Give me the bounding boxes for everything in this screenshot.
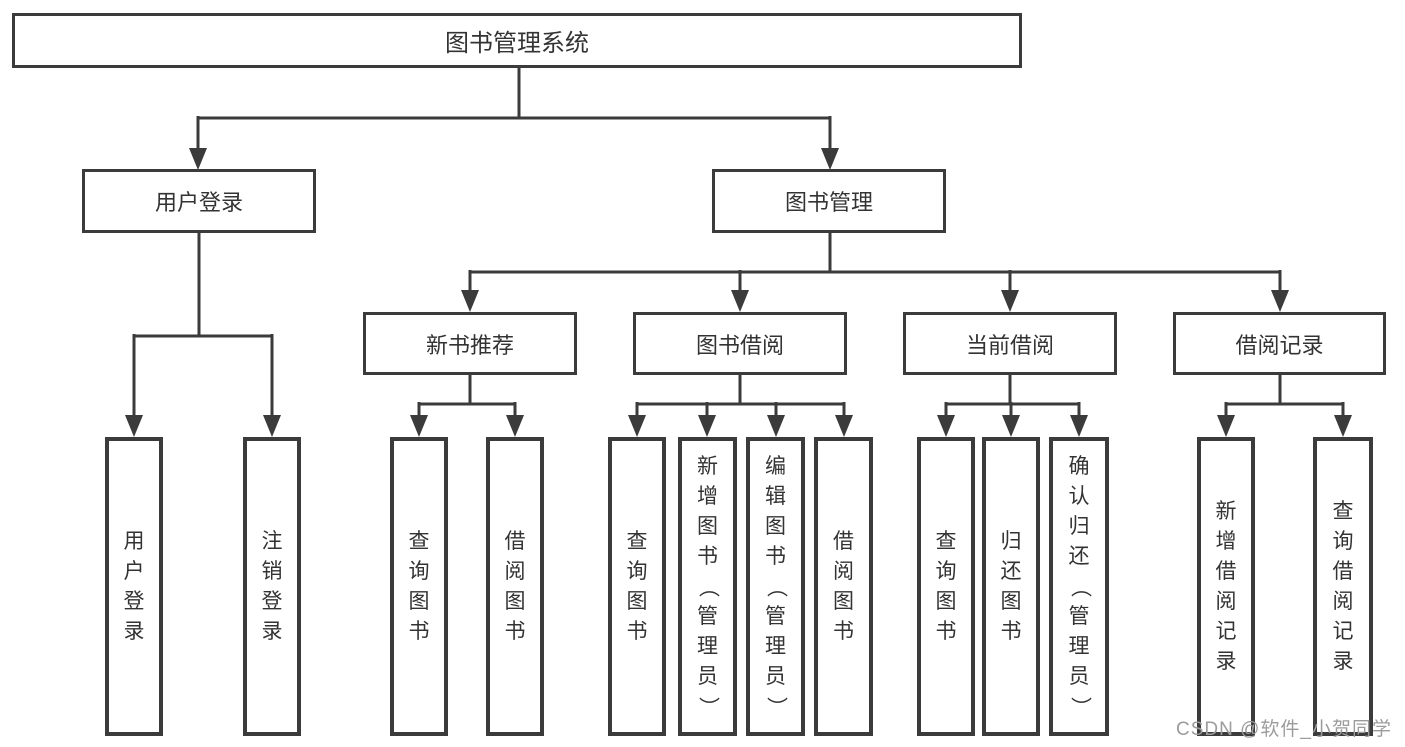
connector-current-borrow-to-leaves [944, 373, 1081, 419]
leaf-newbook-borrow-books: 借阅图书 [486, 437, 544, 736]
leaf-logout: 注销登录 [243, 437, 301, 736]
arrow-down [937, 415, 955, 437]
arrow-down [767, 415, 785, 437]
connector-root-to-level1 [196, 66, 832, 152]
connector-book-borrow-to-leaves [635, 373, 846, 419]
connector-borrow-records-to-leaves [1224, 373, 1345, 419]
leaf-records-query-record: 查询借阅记录 [1313, 437, 1373, 736]
arrow-down [1217, 415, 1235, 437]
leaf-borrow-edit-book-admin: 编辑图书（管理员） [746, 437, 805, 736]
leaf-borrow-edit-book-admin-label: 编辑图书（管理员） [764, 454, 788, 718]
leaf-user-login: 用户登录 [105, 437, 163, 736]
connector-user-login-to-leaves [132, 231, 274, 419]
node-borrow-records: 借阅记录 [1173, 312, 1386, 375]
leaf-newbook-borrow-books-label: 借阅图书 [504, 529, 526, 643]
arrow-down [731, 290, 749, 312]
leaf-records-query-record-label: 查询借阅记录 [1332, 499, 1354, 673]
leaf-borrow-add-book-admin-label: 新增图书（管理员） [696, 454, 720, 718]
node-user-login-label: 用户登录 [154, 190, 243, 215]
leaf-current-query-books-label: 查询图书 [935, 529, 957, 643]
node-current-borrow-label: 当前借阅 [965, 332, 1054, 358]
arrow-down [835, 415, 853, 437]
leaf-current-confirm-return-admin: 确认归还（管理员） [1049, 437, 1109, 736]
leaf-borrow-borrow-books-label: 借阅图书 [833, 529, 854, 643]
leaf-user-login-label: 用户登录 [123, 529, 145, 643]
arrow-down [410, 415, 428, 437]
leaf-borrow-add-book-admin: 新增图书（管理员） [678, 437, 737, 736]
leaf-borrow-query-books-label: 查询图书 [626, 529, 648, 643]
node-book-management: 图书管理 [712, 169, 946, 233]
arrow-down [1001, 290, 1019, 312]
leaf-current-return-books: 归还图书 [982, 437, 1040, 736]
node-root: 图书管理系统 [12, 13, 1022, 68]
arrow-down [1271, 290, 1289, 312]
leaf-borrow-query-books: 查询图书 [608, 437, 666, 736]
node-book-borrow-label: 图书借阅 [695, 332, 784, 358]
leaf-current-return-books-label: 归还图书 [1000, 529, 1022, 643]
arrow-down [698, 415, 716, 437]
leaf-borrow-borrow-books: 借阅图书 [814, 437, 873, 736]
leaf-logout-label: 注销登录 [261, 529, 283, 643]
leaf-newbook-query-books-label: 查询图书 [408, 529, 430, 643]
arrow-down [821, 148, 839, 170]
arrow-down [189, 148, 207, 170]
node-book-borrow: 图书借阅 [633, 312, 847, 375]
watermark: CSDN @软件_小贺同学 [1176, 719, 1392, 740]
leaf-current-query-books: 查询图书 [917, 437, 975, 736]
arrow-down [506, 415, 524, 437]
connector-book-management-to-level2 [468, 231, 1282, 294]
leaf-records-add-record-label: 新增借阅记录 [1215, 499, 1237, 673]
leaf-records-add-record: 新增借阅记录 [1197, 437, 1255, 736]
node-new-book-recommend-label: 新书推荐 [425, 332, 514, 358]
connector-new-book-to-leaves [417, 373, 517, 419]
node-user-login: 用户登录 [82, 169, 316, 233]
node-borrow-records-label: 借阅记录 [1235, 332, 1324, 358]
arrow-down [628, 415, 646, 437]
arrow-down [1002, 415, 1020, 437]
arrow-down [461, 290, 479, 312]
node-book-management-label: 图书管理 [784, 190, 873, 215]
leaf-newbook-query-books: 查询图书 [390, 437, 448, 736]
leaf-current-confirm-return-admin-label: 确认归还（管理员） [1068, 454, 1091, 718]
node-new-book-recommend: 新书推荐 [363, 312, 577, 375]
arrow-down [1334, 415, 1352, 437]
arrow-down [125, 415, 143, 437]
arrow-down [263, 415, 281, 437]
node-current-borrow: 当前借阅 [903, 312, 1117, 375]
node-root-label: 图书管理系统 [445, 30, 589, 57]
arrow-down [1070, 415, 1088, 437]
